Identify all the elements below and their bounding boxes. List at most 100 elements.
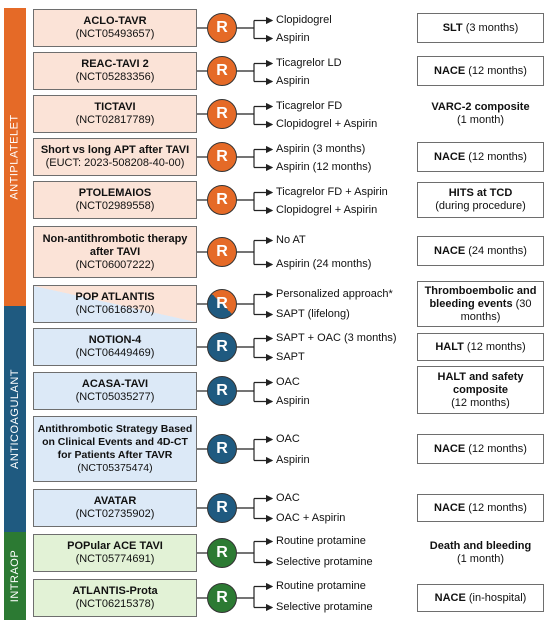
trial-arm: Routine protamine <box>276 535 366 547</box>
outcome-primary: HITS at TCD <box>448 187 513 199</box>
trial-id: (NCT05493657) <box>75 28 155 40</box>
trial-arm: Clopidogrel + Aspirin <box>276 204 378 216</box>
outcome-timeframe: (12 months) <box>451 396 510 409</box>
trial-id: (NCT06449469) <box>75 347 155 359</box>
outcome-box: HITS at TCD (during procedure) <box>417 182 544 218</box>
trial-name: PTOLEMAIOS <box>78 187 152 199</box>
outcome-timeframe: (12 months) <box>465 150 527 163</box>
trial-arm: Aspirin (12 months) <box>276 161 372 173</box>
trial-box: PTOLEMAIOS (NCT02989558) <box>33 181 197 219</box>
trial-arm: Aspirin <box>276 75 310 87</box>
trial-name: POP ATLANTIS <box>75 291 155 303</box>
category-bar-intraop: INTRAOP <box>4 532 26 620</box>
trial-arm: Ticagrelor LD <box>276 57 342 69</box>
outcome-timeframe: (3 months) <box>462 21 519 34</box>
trial-id: (NCT02817789) <box>75 114 155 126</box>
trial-box: ACLO-TAVR (NCT05493657) <box>33 9 197 47</box>
outcome-box: Thromboembolic and bleeding events (30 m… <box>417 281 544 327</box>
outcome-box: NACE (12 months) <box>417 142 544 172</box>
outcome-timeframe: (12 months) <box>465 64 527 77</box>
trial-arm: SAPT + OAC (3 months) <box>276 332 397 344</box>
trial-arm: Aspirin <box>276 395 310 407</box>
outcome-primary: NACE <box>434 64 466 77</box>
trial-name: ACLO-TAVR <box>83 15 147 27</box>
trial-name: POPular ACE TAVI <box>67 540 163 552</box>
trial-arm: Clopidogrel <box>276 14 332 26</box>
trial-arm: Ticagrelor FD + Aspirin <box>276 186 388 198</box>
trial-box: AVATAR (NCT02735902) <box>33 489 197 527</box>
randomize-icon: R <box>207 56 237 86</box>
randomize-icon: R <box>207 185 237 215</box>
trial-arm: SAPT (lifelong) <box>276 308 350 320</box>
trial-arm: Selective protamine <box>276 556 373 568</box>
randomize-icon: R <box>207 237 237 267</box>
trial-arm: Clopidogrel + Aspirin <box>276 118 378 130</box>
randomize-icon: R <box>207 289 237 319</box>
outcome-timeframe: (1 month) <box>456 553 505 565</box>
trial-id: (NCT05375474) <box>77 462 153 474</box>
outcome-primary: Death and bleeding <box>429 540 532 552</box>
category-bar-anticoagulant: ANTICOAGULANT <box>4 306 26 532</box>
trial-id: (NCT02735902) <box>75 508 155 520</box>
trial-arm: Aspirin <box>276 454 310 466</box>
trial-arm: OAC <box>276 433 300 445</box>
randomize-icon: R <box>207 13 237 43</box>
outcome-timeframe: (1 month) <box>456 114 505 126</box>
trial-box: POPular ACE TAVI (NCT05774691) <box>33 534 197 572</box>
trial-name: Non-antithrombotic therapy after TAVI <box>42 232 188 258</box>
outcome-box: NACE (24 months) <box>417 236 544 266</box>
trial-box: NOTION-4 (NCT06449469) <box>33 328 197 366</box>
outcome-box: HALT (12 months) <box>417 333 544 361</box>
trial-box: POP ATLANTIS (NCT06168370) <box>33 285 197 323</box>
trial-name: Antithrombotic Strategy Based on Clinica… <box>37 423 193 461</box>
trial-id: (NCT05283356) <box>75 71 155 83</box>
trial-name: REAC-TAVI 2 <box>81 58 149 70</box>
trial-id: (NCT05035277) <box>75 391 155 403</box>
trial-box: Antithrombotic Strategy Based on Clinica… <box>33 416 197 482</box>
trial-arm: Routine protamine <box>276 580 366 592</box>
outcome-primary: VARC-2 composite <box>431 101 530 113</box>
outcome-primary: SLT <box>442 21 463 34</box>
outcome-primary: NACE <box>434 442 466 455</box>
trial-name: ATLANTIS-Prota <box>72 585 158 597</box>
trial-name: Short vs long APT after TAVI <box>40 144 190 156</box>
category-bar-antiplatelet: ANTIPLATELET <box>4 8 26 306</box>
trial-box: ACASA-TAVI (NCT05035277) <box>33 372 197 410</box>
outcome-primary: NACE <box>434 150 466 163</box>
trial-box: Short vs long APT after TAVI (EUCT: 2023… <box>33 138 197 176</box>
outcome-box: NACE (12 months) <box>417 56 544 86</box>
outcome-timeframe: (30 months) <box>460 297 532 323</box>
randomize-icon: R <box>207 99 237 129</box>
trial-arm: Personalized approach* <box>276 288 393 300</box>
randomize-icon: R <box>207 332 237 362</box>
outcome-box: HALT and safety composite (12 months) <box>417 366 544 414</box>
outcome-timeframe: (24 months) <box>465 244 527 257</box>
trial-id: (EUCT: 2023-508208-40-00) <box>45 157 185 169</box>
trial-arm: OAC <box>276 376 300 388</box>
outcome-box: NACE (in-hospital) <box>417 584 544 612</box>
trial-id: (NCT06168370) <box>75 304 155 316</box>
outcome-timeframe: (12 months) <box>465 501 527 514</box>
trial-id: (NCT02989558) <box>75 200 155 212</box>
outcome-timeframe: (12 months) <box>463 340 526 353</box>
trial-arm: Ticagrelor FD <box>276 100 343 112</box>
outcome-primary: HALT <box>435 340 464 353</box>
outcome-box: VARC-2 composite (1 month) <box>417 96 544 132</box>
trial-name: ACASA-TAVI <box>81 378 149 390</box>
trial-arm: No AT <box>276 234 306 246</box>
outcome-primary: NACE <box>434 244 466 257</box>
outcome-primary: Thromboembolic and bleeding events <box>424 284 537 310</box>
trial-id: (NCT06215378) <box>75 598 155 610</box>
trial-arm: Aspirin (24 months) <box>276 258 372 270</box>
randomize-icon: R <box>207 376 237 406</box>
randomize-icon: R <box>207 142 237 172</box>
outcome-primary: NACE <box>434 501 466 514</box>
trial-id: (NCT05774691) <box>75 553 155 565</box>
trial-arm: OAC + Aspirin <box>276 512 346 524</box>
trial-name: NOTION-4 <box>88 334 142 346</box>
trial-name: TICTAVI <box>94 101 136 113</box>
trial-box: TICTAVI (NCT02817789) <box>33 95 197 133</box>
trial-arm: Selective protamine <box>276 601 373 613</box>
